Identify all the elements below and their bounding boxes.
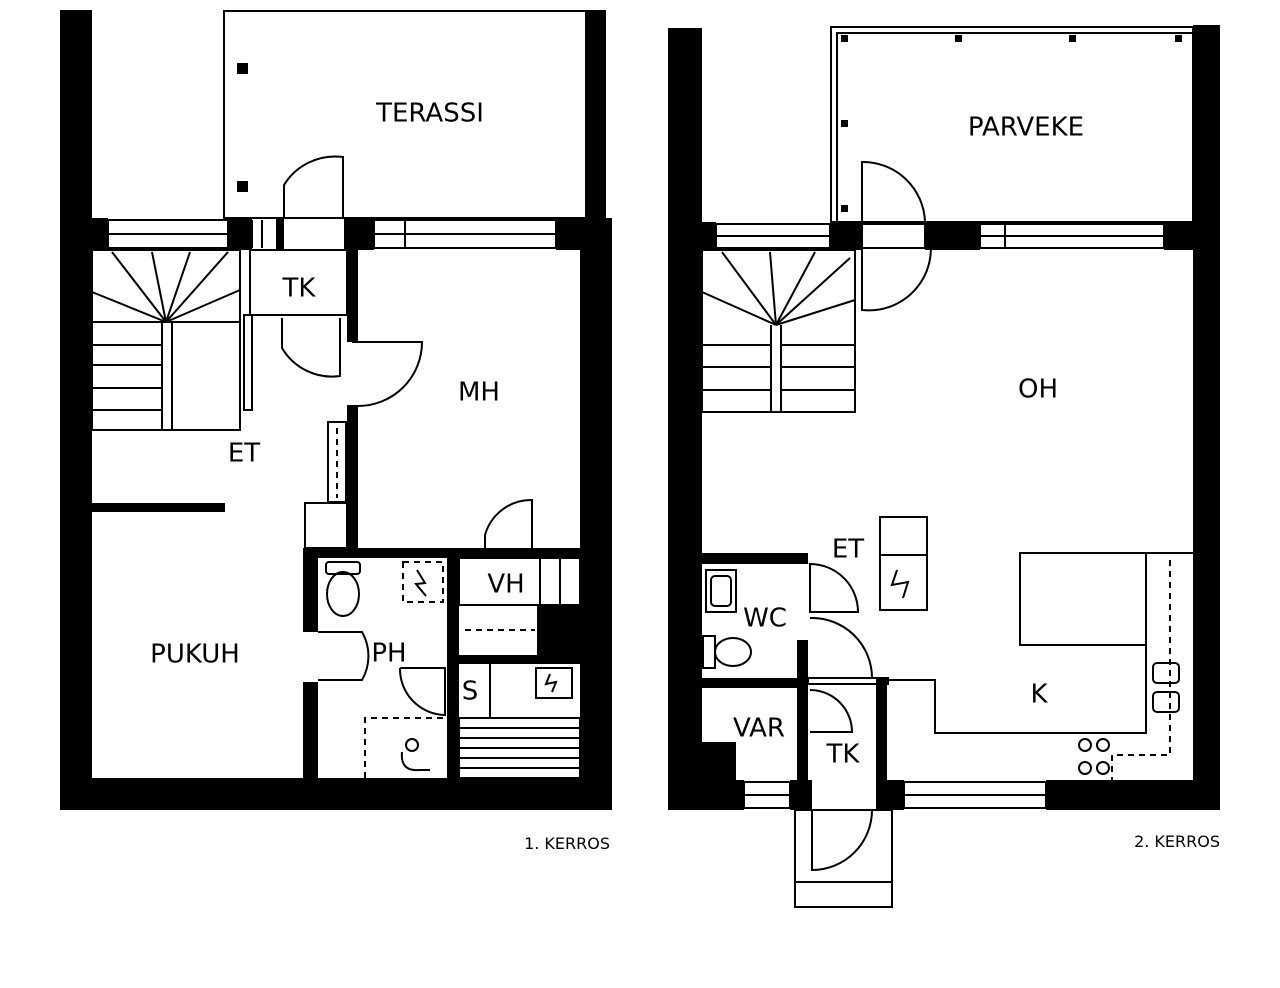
washer-space xyxy=(402,561,444,603)
room-label-et: ET xyxy=(228,439,260,469)
door-sauna xyxy=(398,667,446,717)
shower-area xyxy=(364,717,445,778)
room-label-var: VAR xyxy=(733,714,785,744)
door-et xyxy=(809,562,860,613)
floor-2-plan: PARVEKE OH ET WC K VAR TK 2. KERROS xyxy=(668,25,1220,908)
room-label-et: ET xyxy=(832,535,864,565)
bottom-wall xyxy=(668,780,1220,810)
door-mh xyxy=(352,341,424,407)
room-label-ph: PH xyxy=(371,639,406,669)
terrace-wall xyxy=(585,10,606,218)
entrance-step xyxy=(794,809,893,908)
sink-icon xyxy=(1152,662,1180,684)
floor-1-plan: TERASSI TK MH ET PUKUH PH VH S 1. KERROS xyxy=(60,10,612,853)
post xyxy=(237,181,248,192)
room-label-mh: MH xyxy=(458,378,500,408)
room-label-oh: OH xyxy=(1018,375,1058,405)
staircase xyxy=(91,249,241,431)
door-var xyxy=(809,689,854,733)
room-label-tk: TK xyxy=(826,740,861,770)
room-label-k: K xyxy=(1030,680,1048,710)
kitchen-counter xyxy=(887,552,1193,734)
room-label-pukuh: PUKUH xyxy=(150,640,240,670)
room-label-terassi: TERASSI xyxy=(375,99,484,129)
staircase xyxy=(701,249,856,413)
sink-icon xyxy=(1152,691,1180,713)
room-label-tk: TK xyxy=(282,274,317,304)
room-label-wc: WC xyxy=(743,604,787,634)
outer-wall-bottom xyxy=(60,778,612,810)
tall-cabinet xyxy=(879,516,928,611)
partition xyxy=(243,314,253,411)
sauna-bench xyxy=(458,664,581,779)
outer-wall-right xyxy=(1193,25,1220,810)
door-vh xyxy=(484,498,533,548)
sauna-stove-icon xyxy=(535,667,573,699)
floor-caption: 1. KERROS xyxy=(524,834,610,853)
door-terrace xyxy=(283,155,344,218)
toilet-icon xyxy=(702,635,752,669)
stove-icon xyxy=(1078,738,1110,775)
outer-wall-left xyxy=(668,28,702,810)
post xyxy=(237,63,248,74)
top-wall xyxy=(702,222,1194,250)
kitchen-island xyxy=(1019,552,1147,646)
room-label-parveke: PARVEKE xyxy=(968,113,1084,143)
door-entrance xyxy=(811,809,873,872)
door-wc xyxy=(809,616,874,679)
partition-wall xyxy=(92,503,225,512)
outer-wall-right xyxy=(580,218,612,810)
shower-icon xyxy=(400,738,430,772)
outer-wall-left xyxy=(60,10,92,810)
room-label-vh: VH xyxy=(487,570,524,600)
floor-caption: 2. KERROS xyxy=(1134,832,1220,851)
cabinet xyxy=(304,502,348,549)
toilet-icon xyxy=(325,561,361,617)
door-ph xyxy=(318,631,370,681)
top-wall xyxy=(92,218,586,250)
door-tk xyxy=(281,318,341,378)
sink-icon xyxy=(705,569,737,613)
door-balcony xyxy=(861,160,932,312)
room-label-s: S xyxy=(462,677,479,707)
